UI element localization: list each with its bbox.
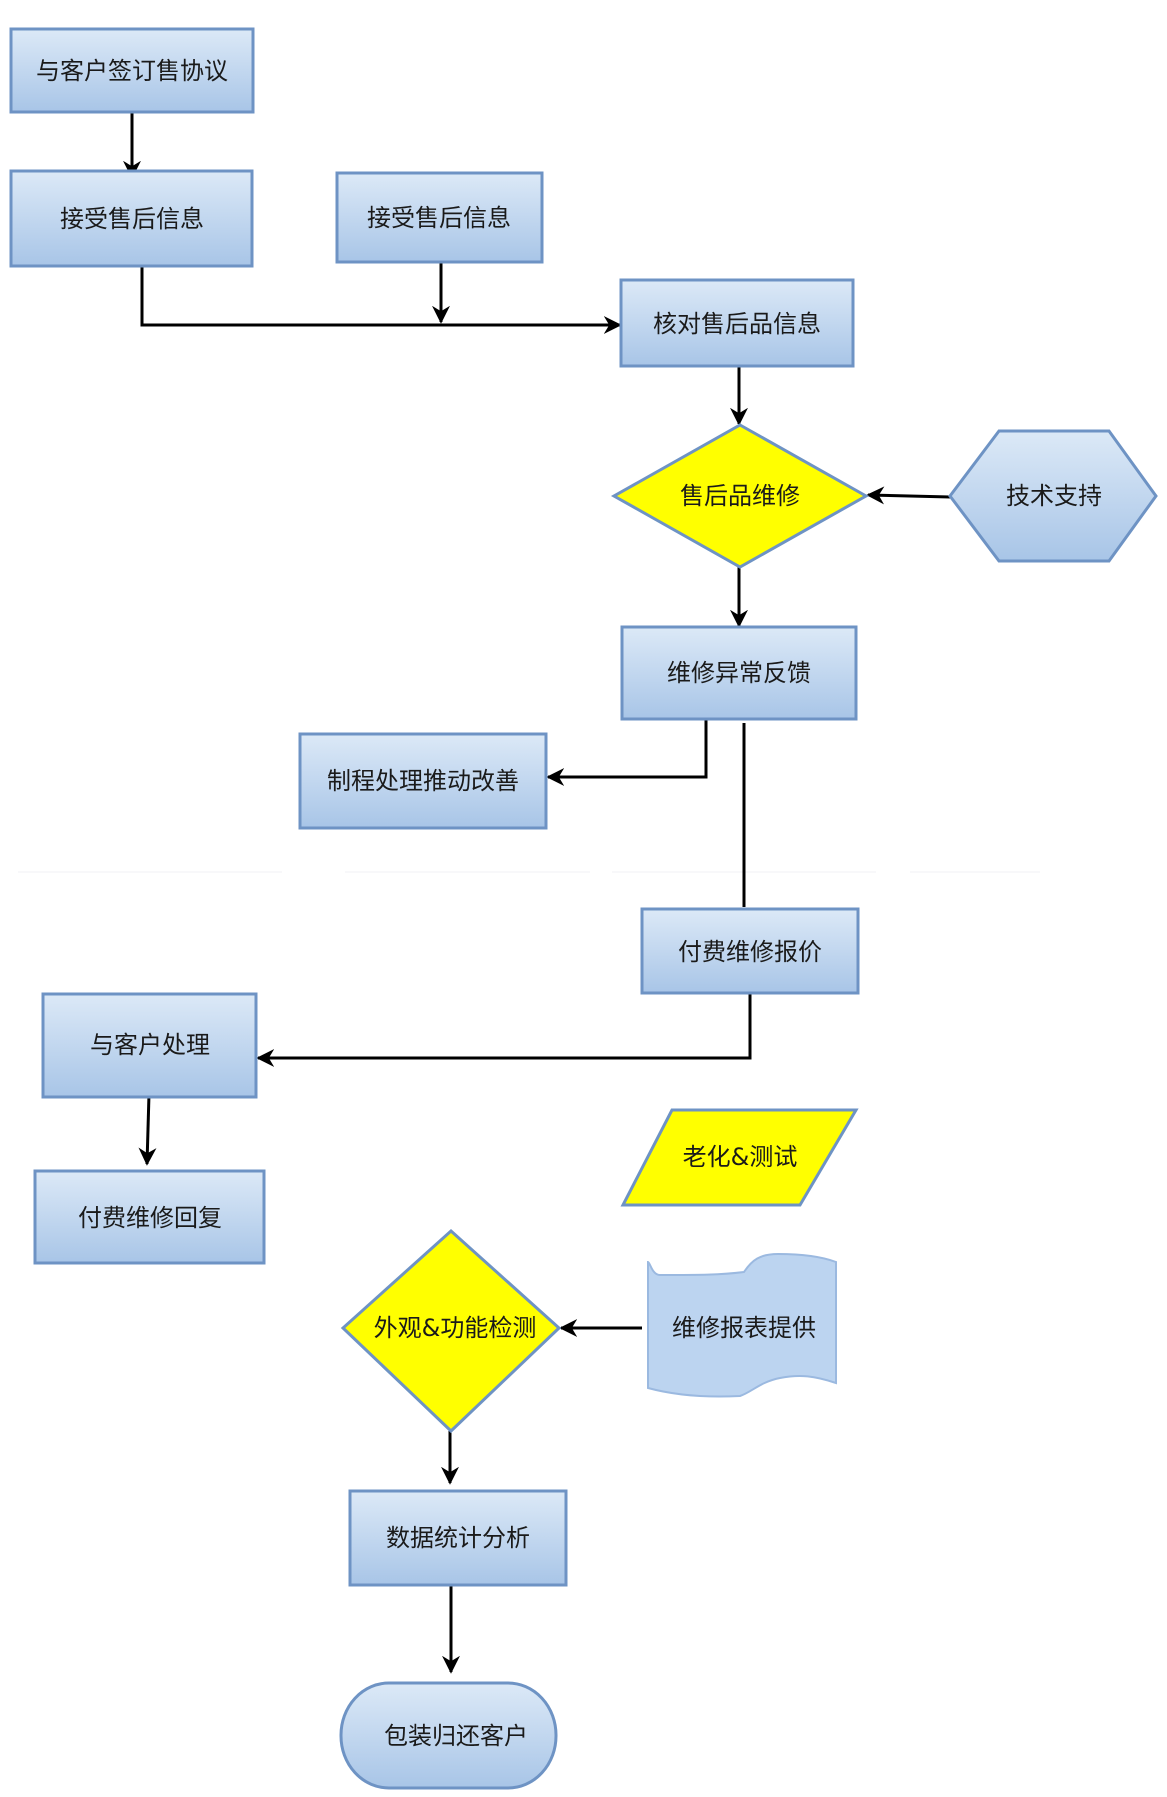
node-repair-feedback: 维修异常反馈 xyxy=(620,625,858,721)
connectors xyxy=(123,110,951,1674)
node-return-customer-label: 包装归还客户 xyxy=(384,1722,528,1750)
node-paid-quote-label: 付费维修报价 xyxy=(678,938,822,966)
node-repair-feedback-label: 维修异常反馈 xyxy=(667,659,811,687)
node-sign-agreement-label: 与客户签订售协议 xyxy=(36,57,228,85)
node-tech-support: 技术支持 xyxy=(948,429,1158,563)
node-sign-agreement: 与客户签订售协议 xyxy=(9,27,255,114)
node-paid-reply-label: 付费维修回复 xyxy=(78,1204,222,1232)
node-verify-info-label: 核对售后品信息 xyxy=(653,310,821,338)
node-data-analysis-label: 数据统计分析 xyxy=(386,1524,530,1552)
node-customer-handle: 与客户处理 xyxy=(41,992,258,1099)
node-inspection-decision: 外观&功能检测 xyxy=(340,1228,562,1434)
node-data-analysis: 数据统计分析 xyxy=(348,1489,568,1587)
arrow-customer-to-reply xyxy=(138,1093,157,1166)
node-receive-info-2-label: 接受售后信息 xyxy=(367,204,511,232)
node-aging-test: 老化&测试 xyxy=(620,1108,859,1207)
node-receive-info-2: 接受售后信息 xyxy=(335,171,544,264)
node-receive-info-1-label: 接受售后信息 xyxy=(60,205,204,233)
arrow-feedback-to-improve xyxy=(546,718,708,786)
node-verify-info: 核对售后品信息 xyxy=(619,278,855,368)
node-repair-label: 售后品维修 xyxy=(680,482,800,510)
node-repair-report: 维修报表提供 xyxy=(647,1252,837,1398)
arrow-support-to-repair xyxy=(866,486,951,505)
node-return-customer: 包装归还客户 xyxy=(339,1681,558,1790)
node-process-improve-label: 制程处理推动改善 xyxy=(327,767,519,795)
node-repair-decision: 售后品维修 xyxy=(610,423,870,569)
node-aging-test-label: 老化&测试 xyxy=(683,1143,798,1171)
node-customer-handle-label: 与客户处理 xyxy=(90,1031,210,1059)
node-paid-reply: 付费维修回复 xyxy=(33,1169,266,1265)
arrow-quote-to-customer xyxy=(256,992,752,1067)
node-receive-info-1: 接受售后信息 xyxy=(9,169,254,268)
node-paid-quote: 付费维修报价 xyxy=(640,907,860,995)
node-tech-support-label: 技术支持 xyxy=(1006,482,1102,510)
node-repair-report-label: 维修报表提供 xyxy=(672,1314,816,1342)
node-inspection-label: 外观&功能检测 xyxy=(374,1314,537,1342)
line-receive1-to-verify xyxy=(140,265,622,334)
node-process-improve: 制程处理推动改善 xyxy=(298,732,548,830)
